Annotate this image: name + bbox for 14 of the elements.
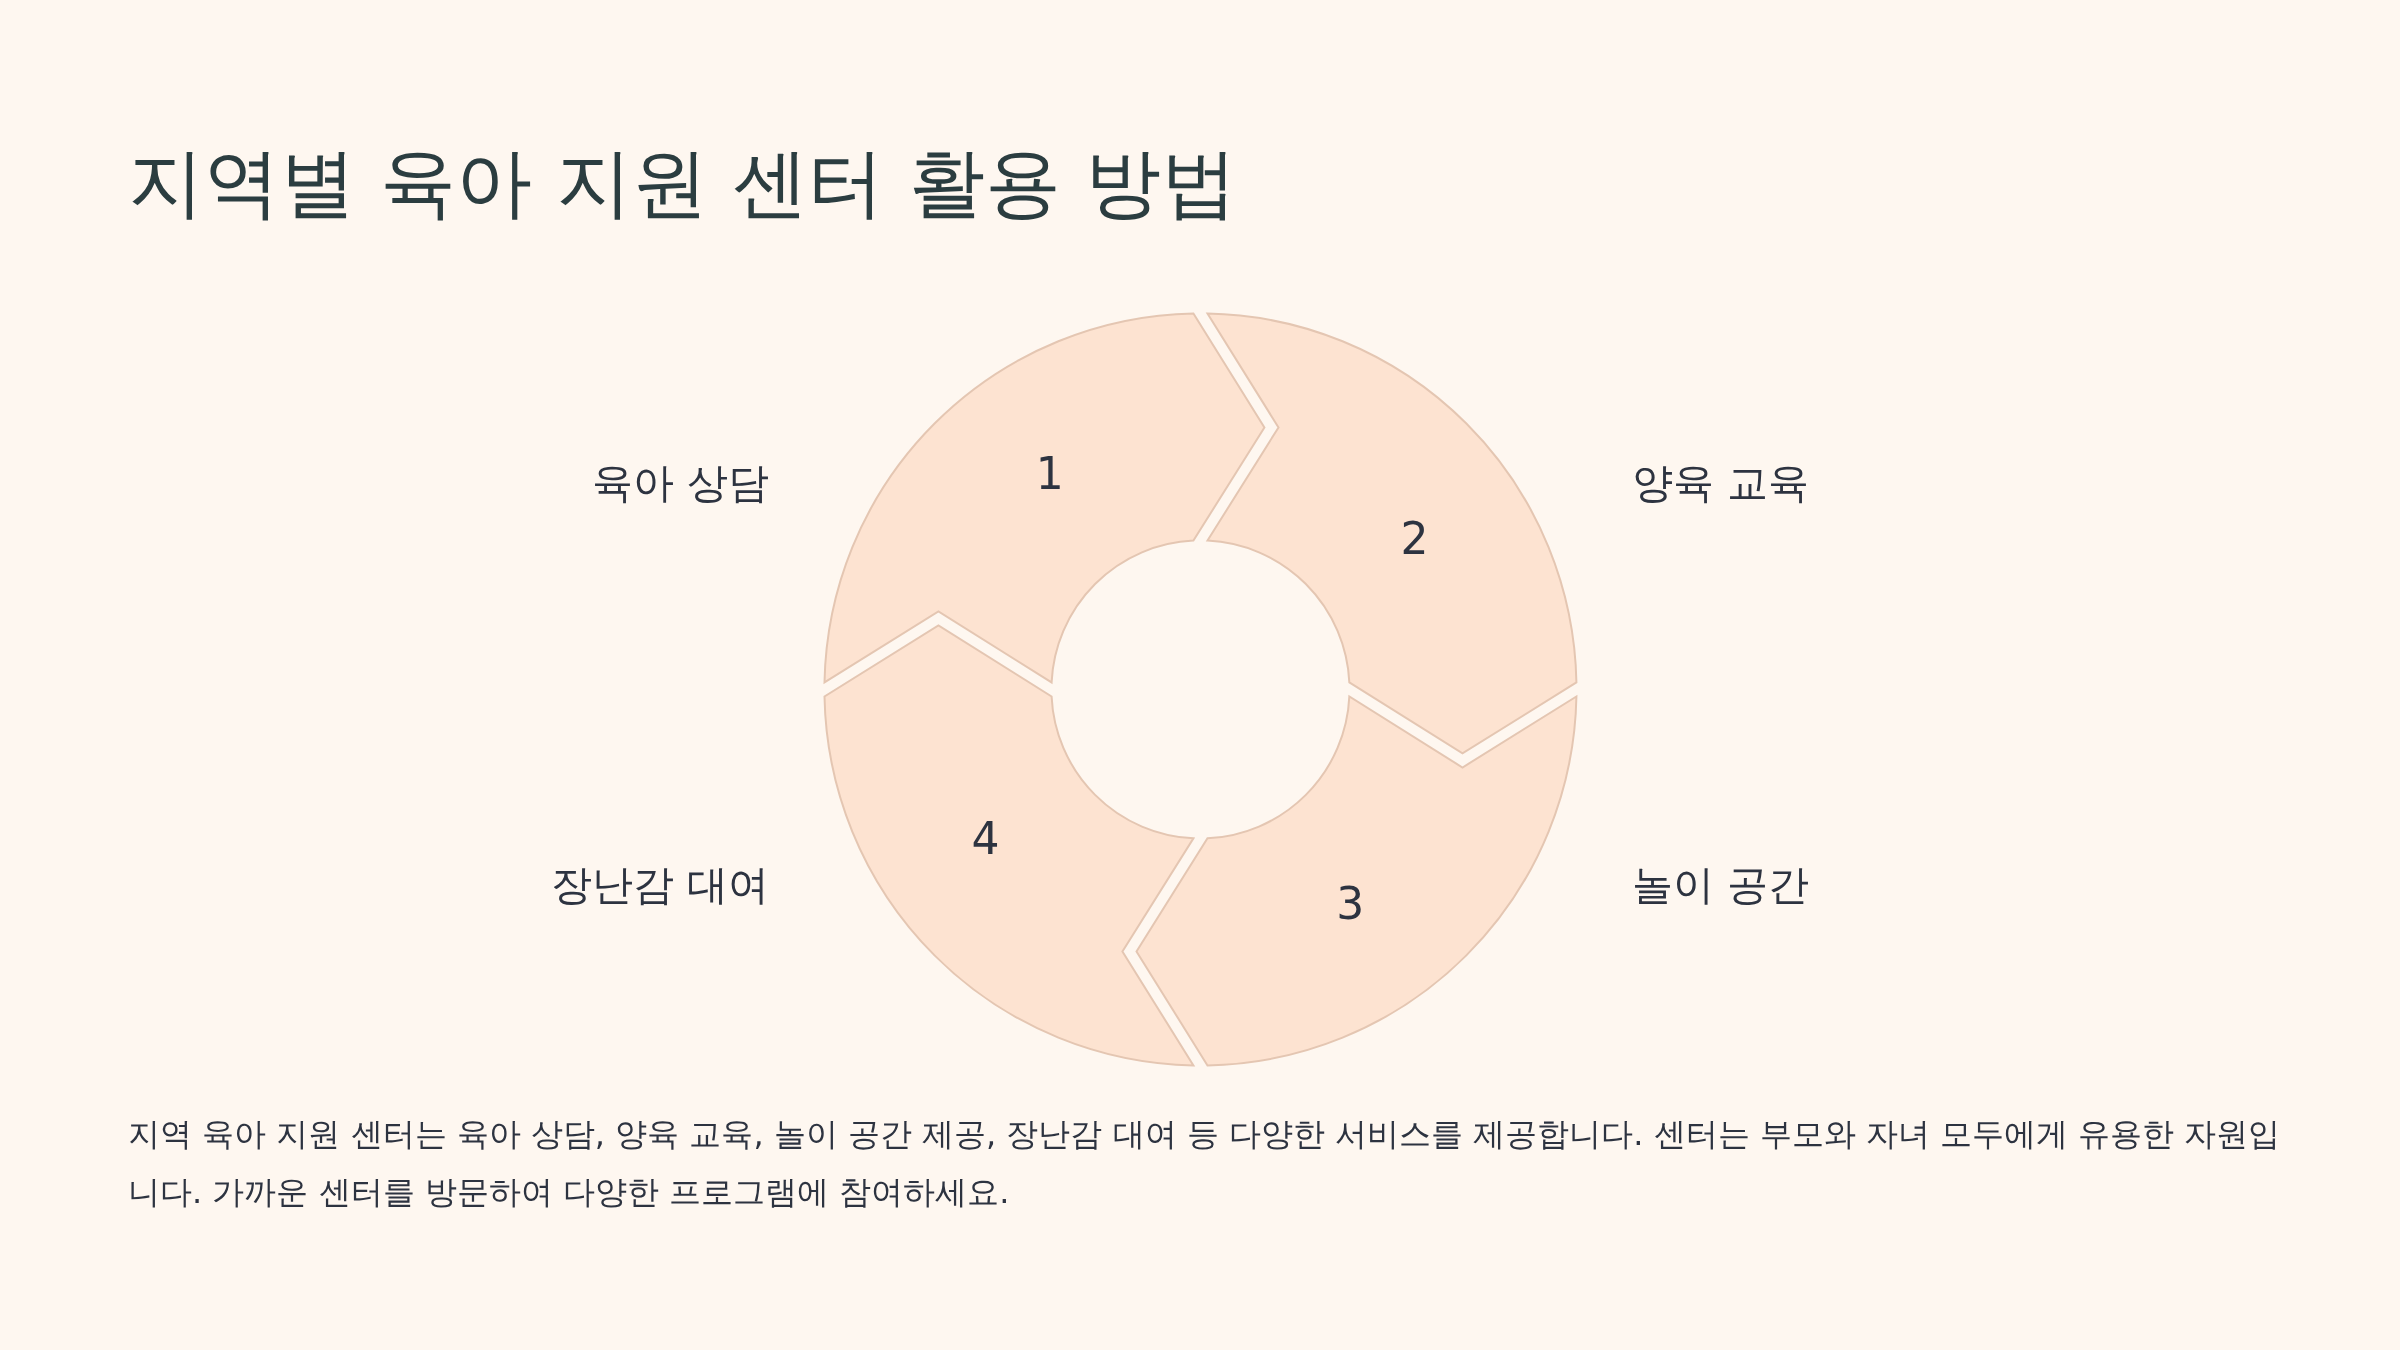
step-number: 4 [971, 817, 1000, 862]
step-number: 2 [1400, 516, 1429, 561]
arrow-segment [1205, 311, 1578, 755]
arrow-segment [822, 311, 1266, 684]
segment-label: 양육 교육 [1632, 459, 1810, 509]
segment-label: 장난감 대여 [550, 861, 769, 911]
title: 지역별 육아 지원 센터 활용 방법 [128, 137, 1237, 229]
step-number: 1 [1035, 452, 1064, 497]
arrow-segment [1134, 694, 1578, 1067]
step-number: 3 [1336, 881, 1365, 926]
caption-text: 지역 육아 지원 센터는 육아 상담, 양육 교육, 놀이 공간 제공, 장난감 대여 등 다양한 서비스를 제공합니다. 센터는 부모와 자녀 모두에게 유용한 자원입니다. 가까운 센터를 방문하여 다양한 프로그램에 참여하세요. [128, 1114, 2282, 1213]
segment-label: 육아 상담 [591, 459, 769, 509]
arrow-segment [822, 623, 1195, 1067]
segment-label: 놀이 공간 [1632, 861, 1810, 911]
